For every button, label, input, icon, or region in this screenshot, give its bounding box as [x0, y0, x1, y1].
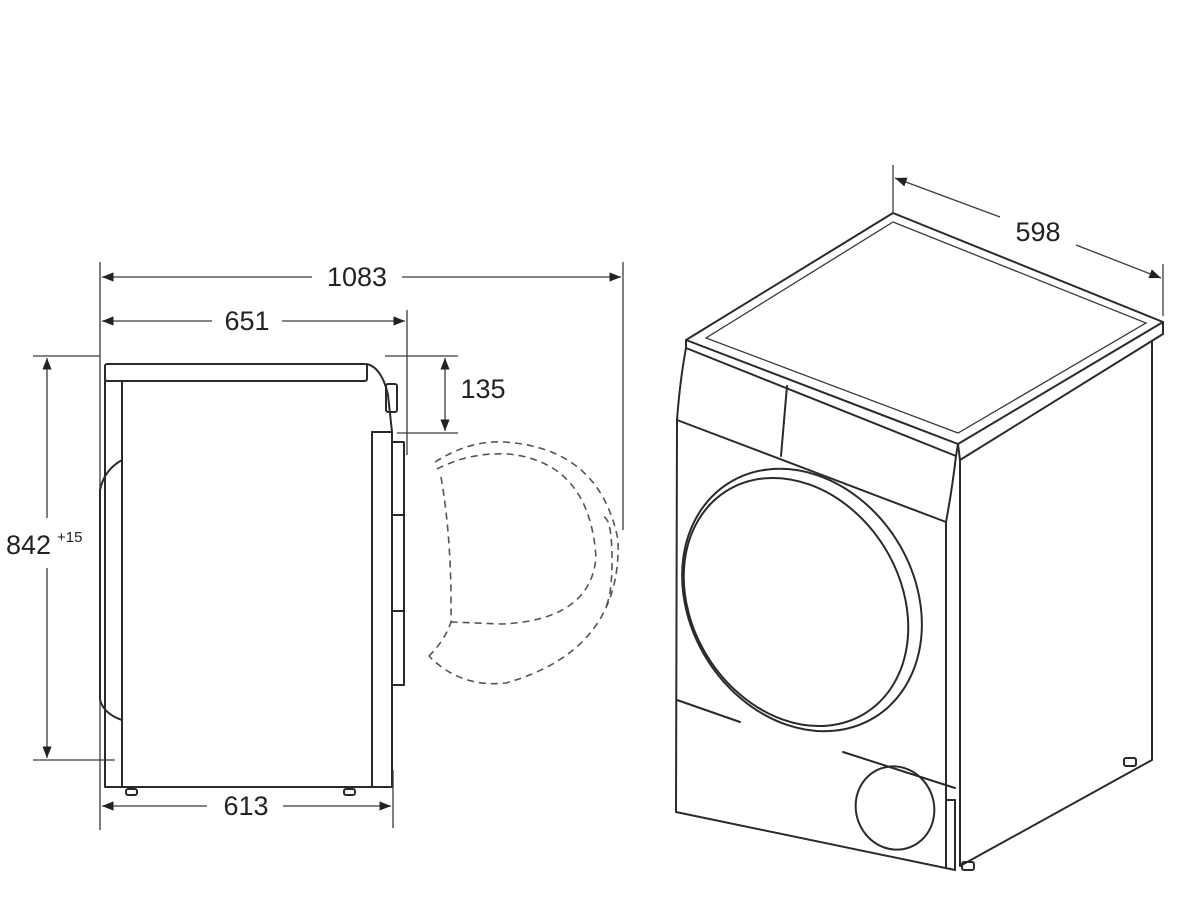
control-panel-side	[366, 363, 393, 433]
dimension-tolerance: +15	[57, 529, 82, 546]
dimension-label-1083: 1083	[327, 262, 387, 292]
dimension-label-135: 135	[460, 374, 505, 404]
foot	[343, 788, 356, 796]
top-plate	[104, 363, 368, 382]
dimension-label-842: 842	[6, 530, 51, 560]
display-divider	[780, 385, 788, 457]
door-swing	[428, 441, 619, 685]
side-view: 1083 651 135 842 +15 613	[6, 262, 624, 830]
knob	[385, 383, 398, 413]
top-plate	[685, 212, 1164, 445]
dimension-135: 135	[440, 358, 506, 431]
dimension-651: 651	[102, 306, 405, 336]
dryer-side-body	[99, 363, 405, 796]
dimension-label-613: 613	[223, 791, 268, 821]
back-bulge	[99, 459, 123, 721]
dimension-1083: 1083	[102, 262, 621, 292]
dimension-label-651: 651	[224, 306, 269, 336]
control-band-line	[676, 419, 947, 523]
iso-view: 598	[675, 165, 1164, 871]
filter-hatch	[854, 765, 936, 851]
door-side	[391, 441, 405, 686]
dimension-613: 613	[102, 791, 391, 821]
foot	[125, 788, 138, 796]
foot	[1123, 757, 1137, 767]
door-ring	[681, 467, 923, 733]
dimension-842: 842 +15	[6, 358, 82, 758]
dimension-label-598: 598	[1015, 217, 1060, 247]
dimension-598: 598	[892, 165, 1164, 316]
door-glass	[682, 476, 910, 728]
foot	[961, 861, 975, 871]
dryer-iso-body	[675, 212, 1164, 871]
